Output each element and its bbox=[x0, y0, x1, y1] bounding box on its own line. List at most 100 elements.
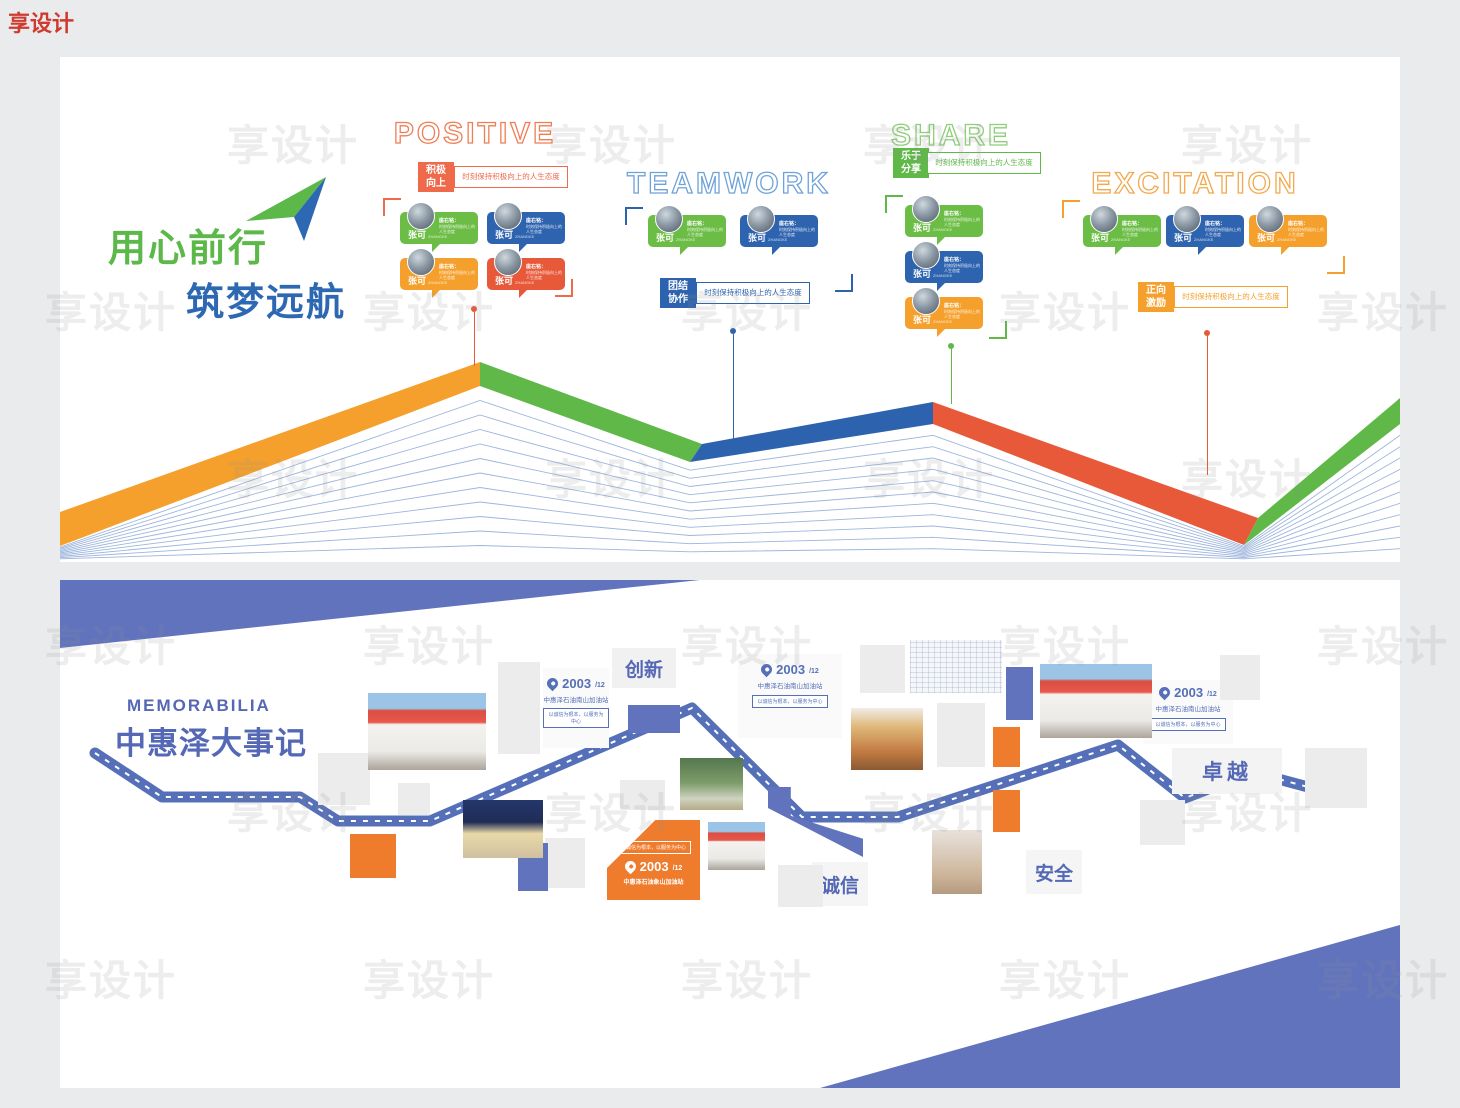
section-title-positive: POSITIVE bbox=[393, 116, 557, 150]
tag-line: 正向 bbox=[1146, 285, 1166, 296]
tag-line: 团结 bbox=[668, 281, 688, 292]
milestone-slogan: 以诚信为根本，以服务为中心 bbox=[752, 695, 828, 708]
deco-rect-orange bbox=[993, 727, 1020, 767]
milestone-station: 中惠泽石油象山加油站 bbox=[623, 880, 684, 886]
bubble-tail bbox=[937, 328, 946, 337]
deco-rect-orange bbox=[993, 790, 1020, 832]
motto-text: 时刻保持积极向上的人生态度 bbox=[526, 224, 562, 235]
motto-label: 座右铭： bbox=[779, 221, 800, 227]
milestone-slogan: 以诚信为根本，以服务为中心 bbox=[615, 841, 691, 854]
milestone-year: 2003 bbox=[776, 662, 806, 677]
deco-rect-gray bbox=[545, 838, 585, 888]
tag-description: 时刻保持积极向上的人生态度 bbox=[454, 166, 568, 188]
tag-line: 分享 bbox=[901, 163, 921, 175]
connector-line bbox=[733, 334, 734, 446]
section-title-share: SHARE bbox=[890, 118, 1011, 152]
milestone-month: /12 bbox=[809, 668, 819, 675]
value-label-innovation: 创新 bbox=[612, 648, 676, 688]
milestone-month: /12 bbox=[672, 865, 683, 872]
deco-rect-gray bbox=[1305, 748, 1367, 808]
avatar bbox=[912, 195, 940, 223]
corner-bracket bbox=[383, 198, 401, 216]
connector-dot bbox=[730, 328, 736, 334]
motto-label: 座右铭： bbox=[944, 211, 965, 217]
bubble-tail bbox=[519, 243, 528, 252]
corner-bracket bbox=[555, 279, 573, 297]
section-title-excitation: EXCITATION bbox=[1091, 166, 1299, 200]
member-motto: 座右铭：时刻保持积极向上的人生态度 bbox=[439, 217, 475, 234]
brand-watermark: 享设计 bbox=[8, 11, 75, 36]
milestone-card: 2003/12 中惠泽石油南山加油站 以诚信为根本，以服务为中心 bbox=[1143, 680, 1233, 744]
connector-line bbox=[474, 312, 475, 366]
connector-line bbox=[951, 349, 952, 404]
gas-station-small-photo bbox=[708, 822, 765, 870]
motto-text: 时刻保持积极向上的人生态度 bbox=[439, 224, 475, 235]
milestone-month: /12 bbox=[595, 682, 605, 689]
avatar bbox=[655, 205, 683, 233]
motto-text: 时刻保持积极向上的人生态度 bbox=[1122, 227, 1158, 238]
gas-station-wide-photo bbox=[1040, 664, 1152, 738]
location-pin-icon bbox=[544, 675, 561, 692]
milestone-station: 中惠泽石油南山加油站 bbox=[757, 683, 823, 690]
contour-lines bbox=[60, 400, 1400, 560]
milestone-slogan: 以诚信为根本，以服务为中心 bbox=[543, 708, 609, 728]
milestone-station: 中惠泽石油南山加油站 bbox=[1155, 706, 1221, 713]
motto-text: 时刻保持积极向上的人生态度 bbox=[944, 263, 980, 274]
tag-line: 乐于 bbox=[901, 151, 921, 162]
bubble-tail bbox=[432, 243, 441, 252]
tag-badge: 乐于分享 bbox=[893, 148, 929, 178]
memorabilia-banner: MEMORABILIA 中惠泽大事记 2003/12 中惠泽石油南山加油站 以诚… bbox=[60, 580, 1400, 1088]
tag-badge: 积极向上 bbox=[418, 162, 454, 192]
motto-label: 座右铭： bbox=[526, 218, 547, 224]
store-interior-photo bbox=[851, 708, 923, 770]
tag-line: 向上 bbox=[426, 177, 446, 189]
tag-line: 激励 bbox=[1146, 297, 1166, 309]
corner-bracket bbox=[835, 274, 853, 292]
banner-title-en: MEMORABILIA bbox=[127, 696, 271, 715]
deco-rect-gray bbox=[318, 753, 370, 805]
tag-line: 积极 bbox=[426, 165, 446, 176]
bottom-right-wedge bbox=[820, 925, 1400, 1088]
avatar bbox=[1256, 205, 1284, 233]
motto-text: 时刻保持积极向上的人生态度 bbox=[944, 309, 980, 320]
corner-bracket bbox=[885, 195, 903, 213]
avatar bbox=[494, 202, 522, 230]
corner-bracket bbox=[989, 321, 1007, 339]
member-motto: 座右铭：时刻保持积极向上的人生态度 bbox=[944, 210, 980, 227]
value-text: 安全 bbox=[1034, 863, 1073, 885]
member-motto: 座右铭：时刻保持积极向上的人生态度 bbox=[1288, 220, 1324, 237]
bubble-tail bbox=[937, 236, 946, 245]
value-label-safety: 安全 bbox=[1026, 850, 1082, 894]
member-motto: 座右铭：时刻保持积极向上的人生态度 bbox=[779, 220, 815, 237]
motto-label: 座右铭： bbox=[439, 218, 460, 224]
bubble-tail bbox=[1281, 246, 1290, 255]
deco-rect-gray bbox=[1140, 800, 1185, 845]
corner-bracket bbox=[1327, 256, 1345, 274]
motto-text: 时刻保持积极向上的人生态度 bbox=[687, 227, 723, 238]
motto-text: 时刻保持积极向上的人生态度 bbox=[1288, 227, 1324, 238]
member-motto: 座右铭：时刻保持积极向上的人生态度 bbox=[944, 302, 980, 319]
deco-rect-gray bbox=[498, 662, 540, 754]
avatar bbox=[1173, 205, 1201, 233]
motto-text: 时刻保持积极向上的人生态度 bbox=[944, 217, 980, 228]
motto-label: 座右铭： bbox=[526, 264, 547, 270]
flower-shop-photo bbox=[680, 758, 743, 810]
connector-dot bbox=[471, 306, 477, 312]
bubble-tail bbox=[772, 246, 781, 255]
motto-label: 座右铭： bbox=[944, 257, 965, 263]
deco-rect-gray bbox=[937, 703, 985, 767]
culture-wall-banner: 用心前行 筑梦远航 POSITIVE TEAMWORK SHARE EXCITA… bbox=[60, 57, 1400, 562]
